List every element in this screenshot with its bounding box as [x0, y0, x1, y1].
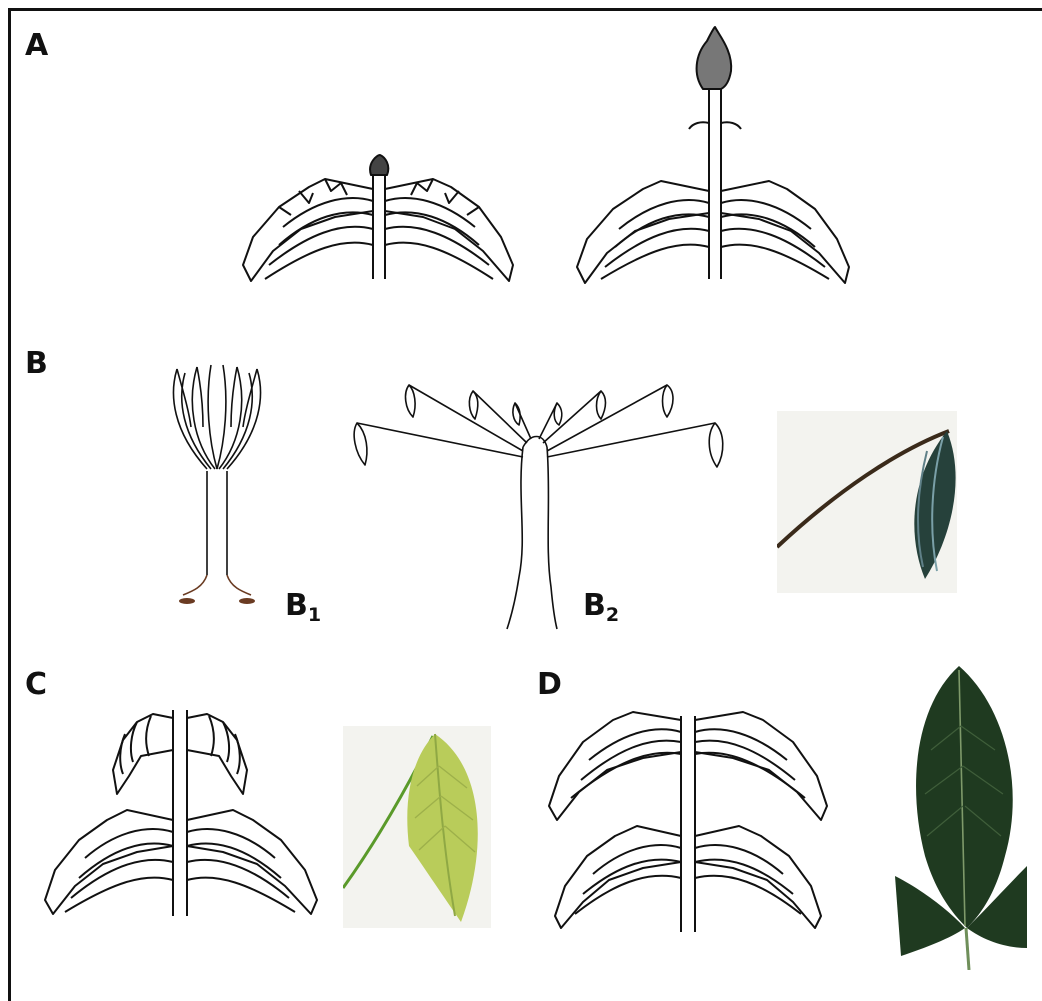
left-wing	[243, 179, 373, 281]
stem	[373, 173, 385, 279]
expanding-leaf-drawing	[41, 704, 321, 940]
young-leaf-photo	[343, 726, 491, 928]
panel-d: D	[517, 646, 1042, 1001]
panel-b: B B1	[8, 327, 1042, 649]
panel-d-label: D	[537, 670, 562, 700]
panel-b-label: B	[25, 349, 48, 379]
mature-leaf-drawing	[543, 706, 833, 962]
frame-top-line	[8, 8, 1042, 11]
b2-label: B2	[583, 591, 619, 625]
elongated-shoot-drawing	[571, 25, 853, 289]
bud	[370, 155, 388, 175]
panel-a: A	[8, 8, 1042, 330]
right-wing	[385, 179, 513, 281]
left-wing	[577, 181, 709, 283]
bud-drawing	[239, 153, 519, 289]
bud	[697, 27, 732, 89]
panel-c: C	[8, 646, 520, 1001]
b1-label: B1	[285, 591, 321, 625]
folded-leaflet-drawing	[167, 361, 267, 613]
panel-c-label: C	[25, 670, 47, 700]
spread-leaflet-drawing	[347, 377, 737, 631]
drooping-leaf-photo	[777, 411, 957, 593]
right-wing	[721, 181, 849, 283]
panel-a-label: A	[25, 31, 48, 61]
mature-leaf-photo	[895, 666, 1027, 970]
stem	[709, 87, 721, 279]
